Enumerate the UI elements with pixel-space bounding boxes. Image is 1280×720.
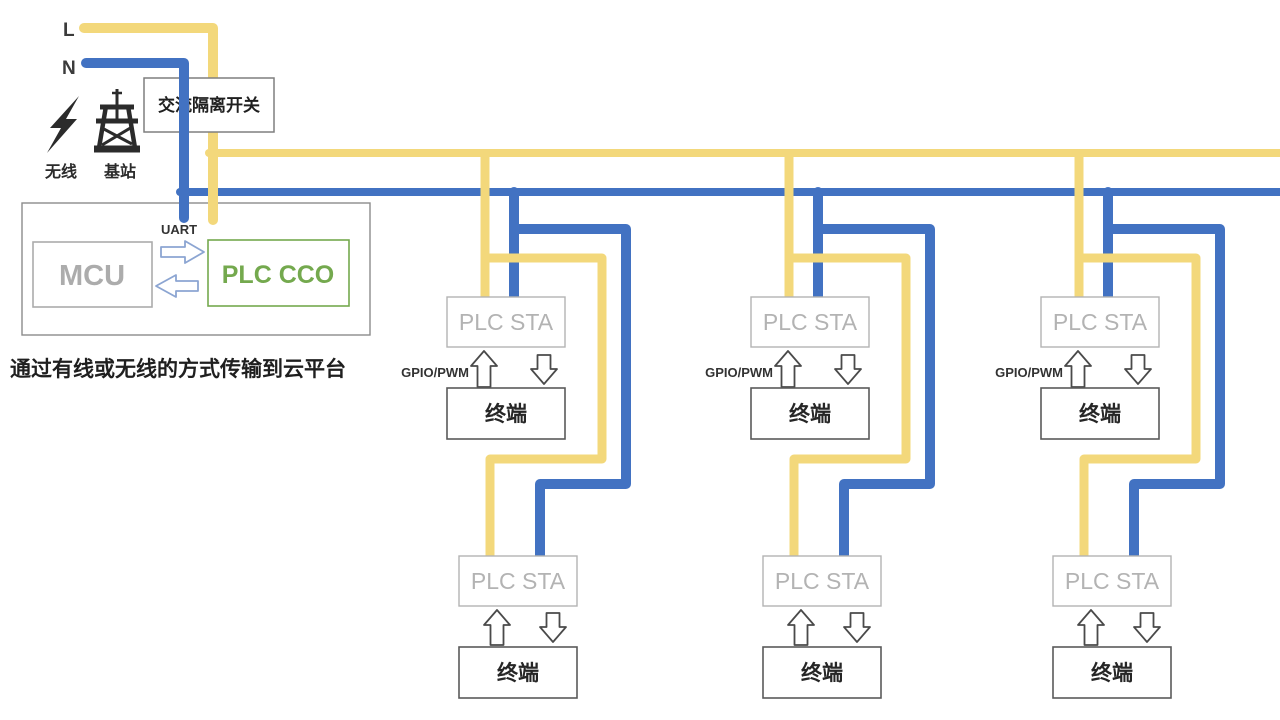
neutral-label: N: [62, 58, 76, 79]
tower-icon: [94, 89, 140, 153]
gateway-box: [21, 202, 371, 336]
uart-rx-arrow-icon: [155, 274, 199, 298]
uart-tx-arrow-icon: [160, 240, 205, 264]
isolation-switch-label: 交流隔离开关: [158, 95, 260, 115]
uplink-group: 无线 基站: [44, 89, 140, 181]
plc-node-column-3: [995, 154, 1220, 698]
live-feed-wire: [79, 23, 218, 225]
cloud-caption: 通过有线或无线的方式传输到云平台: [10, 357, 346, 381]
wireless-label: 无线: [44, 162, 77, 181]
cco-box: [207, 239, 350, 307]
live-label: L: [63, 20, 75, 41]
plc-node-column-2: [705, 154, 930, 698]
plc-node-column-1: [401, 154, 626, 698]
mcu-box: [32, 241, 153, 308]
neutral-feed-wire: [81, 58, 189, 223]
isolation-switch-box: [143, 77, 275, 133]
lightning-icon: [47, 96, 79, 153]
mcu-label: MCU: [59, 260, 125, 292]
gateway-group: UART MCU PLC CCO 通过有线或无线的方式传输到云平台: [10, 202, 371, 381]
base-station-label: 基站: [103, 162, 136, 181]
isolation-switch-group: 交流隔离开关: [143, 77, 275, 133]
uart-label: UART: [161, 222, 197, 237]
cco-label: PLC CCO: [222, 261, 335, 289]
